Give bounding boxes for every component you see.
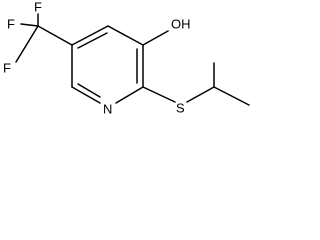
fluorine-left-label: F [7, 17, 15, 32]
structure-diagram: OH N S F F F [3, 0, 250, 117]
fluorine-top-label: F [34, 0, 42, 15]
bond-cf3-f-bottom [15, 25, 39, 63]
bond-c6-n1 [71, 86, 101, 104]
bond-n1-c2 [115, 86, 144, 104]
pyridine-ring [71, 25, 144, 104]
bond-c5-cf3 [37, 25, 73, 46]
bond-c2-s [142, 86, 176, 103]
bond-c4-c5 [71, 25, 109, 46]
oxygen-label: OH [171, 17, 191, 32]
bond-cf3-f-left [20, 23, 39, 27]
sulfur-label: S [176, 101, 185, 116]
bond-c3-o [142, 30, 169, 46]
bond-s-ch [186, 86, 215, 103]
bond-c4-c5-inner [77, 32, 108, 49]
fluorine-bottom-label: F [3, 61, 11, 76]
substituent-bonds [15, 13, 250, 106]
atom-labels: OH N S F F F [3, 0, 191, 117]
bond-c3-c4 [107, 25, 144, 46]
nitrogen-label: N [103, 102, 112, 117]
bond-c6-n1-inner [77, 83, 101, 98]
bond-ch-methyl-right [213, 86, 250, 106]
